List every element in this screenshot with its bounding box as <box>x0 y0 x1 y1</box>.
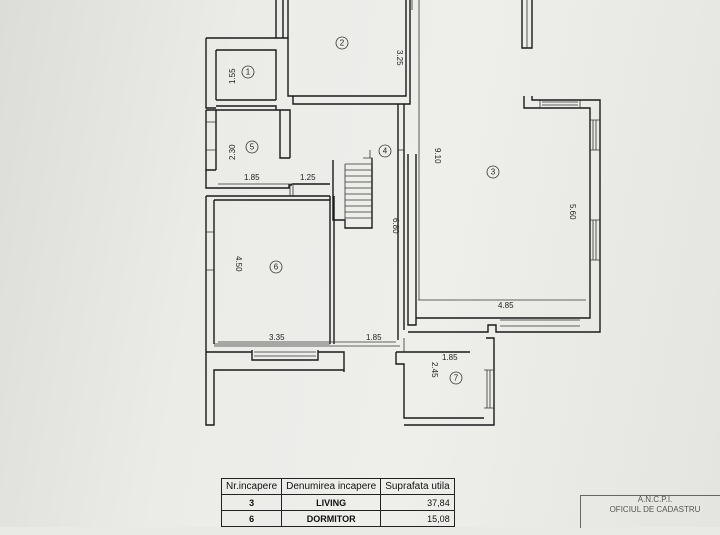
room-1-number: 1 <box>246 68 251 77</box>
room-5-label: 5 <box>245 140 259 154</box>
room-6-label: 6 <box>269 260 283 274</box>
room-2-label: 2 <box>335 36 349 50</box>
floor-plan: 1 2 3 4 5 6 7 1.55 3.25 2.30 1. <box>205 0 601 426</box>
dimension-labels: 1.55 3.25 2.30 1.85 1.25 9.10 5.60 6.80 … <box>228 50 577 378</box>
area-table: Nr.incapere Denumirea incapere Suprafata… <box>220 478 455 527</box>
room-3-label: 3 <box>486 165 500 179</box>
room-2-number: 2 <box>340 39 345 48</box>
dimension-1-85-room7: 1.85 <box>442 353 458 362</box>
dimension-3-25: 3.25 <box>395 50 404 66</box>
dimension-4-85: 4.85 <box>498 301 514 310</box>
cell-room-number: 6 <box>220 510 283 527</box>
dimension-2-45: 2.45 <box>430 362 439 378</box>
dimension-9-10: 9.10 <box>433 148 442 164</box>
stamp-border <box>580 495 720 528</box>
header-room-name: Denumirea incapere <box>281 478 382 495</box>
stamp-line-1: A.N.C.P.I. <box>637 495 673 504</box>
room-5-number: 5 <box>250 143 255 152</box>
room-labels: 1 2 3 4 5 6 7 <box>241 36 500 385</box>
cell-room-number: 3 <box>220 494 283 511</box>
header-usable-area: Suprafata utila <box>380 478 455 495</box>
room-1-label: 1 <box>241 65 255 79</box>
cell-area: 37,84 <box>380 494 455 511</box>
dimension-6-80: 6.80 <box>391 218 400 234</box>
dimension-1-85-hall: 1.85 <box>366 333 382 342</box>
table-header-row: Nr.incapere Denumirea incapere Suprafata… <box>220 478 455 495</box>
dimension-1-25: 1.25 <box>300 173 316 182</box>
cell-room-name: LIVING <box>281 494 382 511</box>
walls <box>205 0 601 426</box>
cell-room-name: DORMITOR <box>281 510 382 527</box>
stamp-line-2: OFICIUL DE CADASTRU <box>609 505 701 514</box>
room-4-label: 4 <box>378 144 392 158</box>
dimension-1-85-corridor: 1.85 <box>244 173 260 182</box>
dimension-4-50: 4.50 <box>234 256 243 272</box>
cell-area: 15,08 <box>380 510 455 527</box>
table-row: 6 DORMITOR 15,08 <box>220 510 455 527</box>
room-3-number: 3 <box>491 168 496 177</box>
dimension-1-55: 1.55 <box>228 68 237 84</box>
dimension-3-35: 3.35 <box>269 333 285 342</box>
table-row: 3 LIVING 37,84 <box>220 494 455 511</box>
header-room-number: Nr.incapere <box>220 478 283 495</box>
room-6-number: 6 <box>274 263 279 272</box>
room-7-number: 7 <box>454 374 459 383</box>
dimension-2-30: 2.30 <box>228 144 237 160</box>
dimension-5-60: 5.60 <box>568 204 577 220</box>
room-7-label: 7 <box>449 371 463 385</box>
room-4-number: 4 <box>383 147 388 156</box>
cadastre-stamp: A.N.C.P.I. OFICIUL DE CADASTRU <box>580 495 720 535</box>
